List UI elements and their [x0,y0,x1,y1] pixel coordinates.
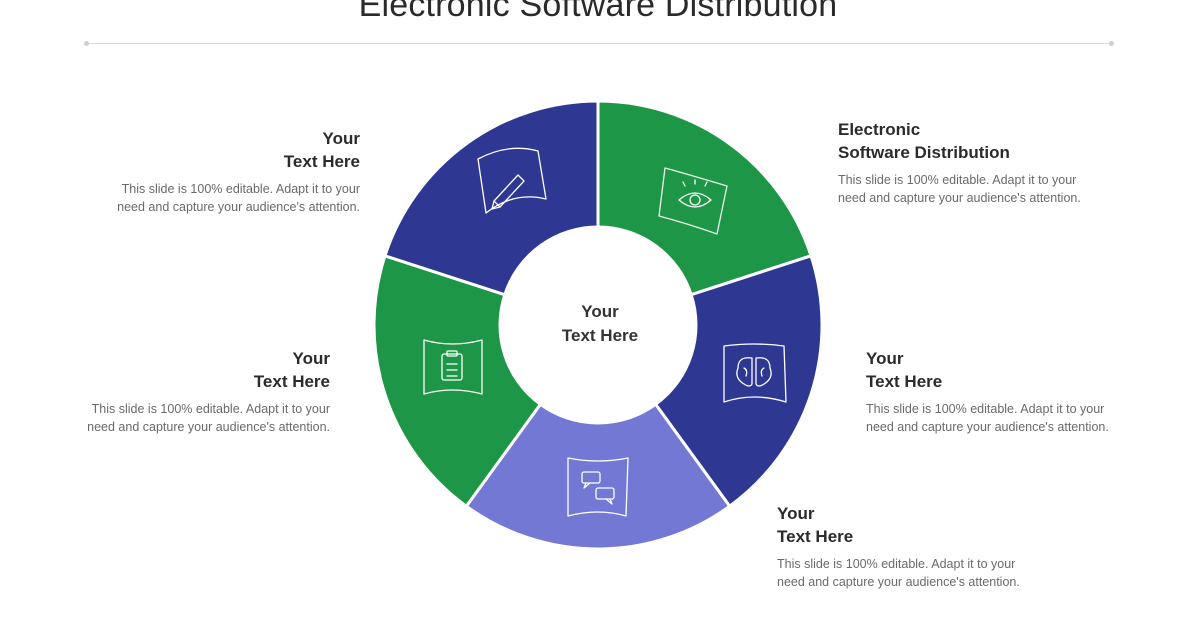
block-heading: Your Text Here [283,129,360,171]
block-body: This slide is 100% editable. Adapt it to… [838,173,1081,205]
block-heading: Your Text Here [777,504,854,546]
text-block-top-left: Your Text Here This slide is 100% editab… [50,127,360,216]
block-heading: Electronic Software Distribution [838,120,1010,162]
text-block-top-right: Electronic Software Distribution This sl… [838,118,1158,207]
eye-icon [658,167,728,235]
ring-segment-top-left [383,99,600,297]
ring-segment-right [653,253,824,509]
text-block-left: Your Text Here This slide is 100% editab… [20,347,330,436]
ring-segment-left [372,253,543,509]
ring-segment-top-right [596,99,813,297]
title-divider [84,41,1114,46]
chat-icon [567,457,629,517]
clipboard-icon [423,339,483,395]
slide-title: Electronic Software Distribution [358,0,838,24]
block-body: This slide is 100% editable. Adapt it to… [87,402,330,434]
block-heading: Your Text Here [866,349,943,391]
brain-icon [723,343,787,403]
ring-segment-bottom [464,402,732,551]
block-body: This slide is 100% editable. Adapt it to… [777,557,1020,589]
pencil-icon [477,147,547,214]
center-label: Your Text Here [561,302,639,345]
text-block-right: Your Text Here This slide is 100% editab… [866,347,1176,436]
block-heading: Your Text Here [253,349,330,391]
text-block-bottom-right: Your Text Here This slide is 100% editab… [777,502,1087,591]
block-body: This slide is 100% editable. Adapt it to… [866,402,1109,434]
block-body: This slide is 100% editable. Adapt it to… [117,182,360,214]
